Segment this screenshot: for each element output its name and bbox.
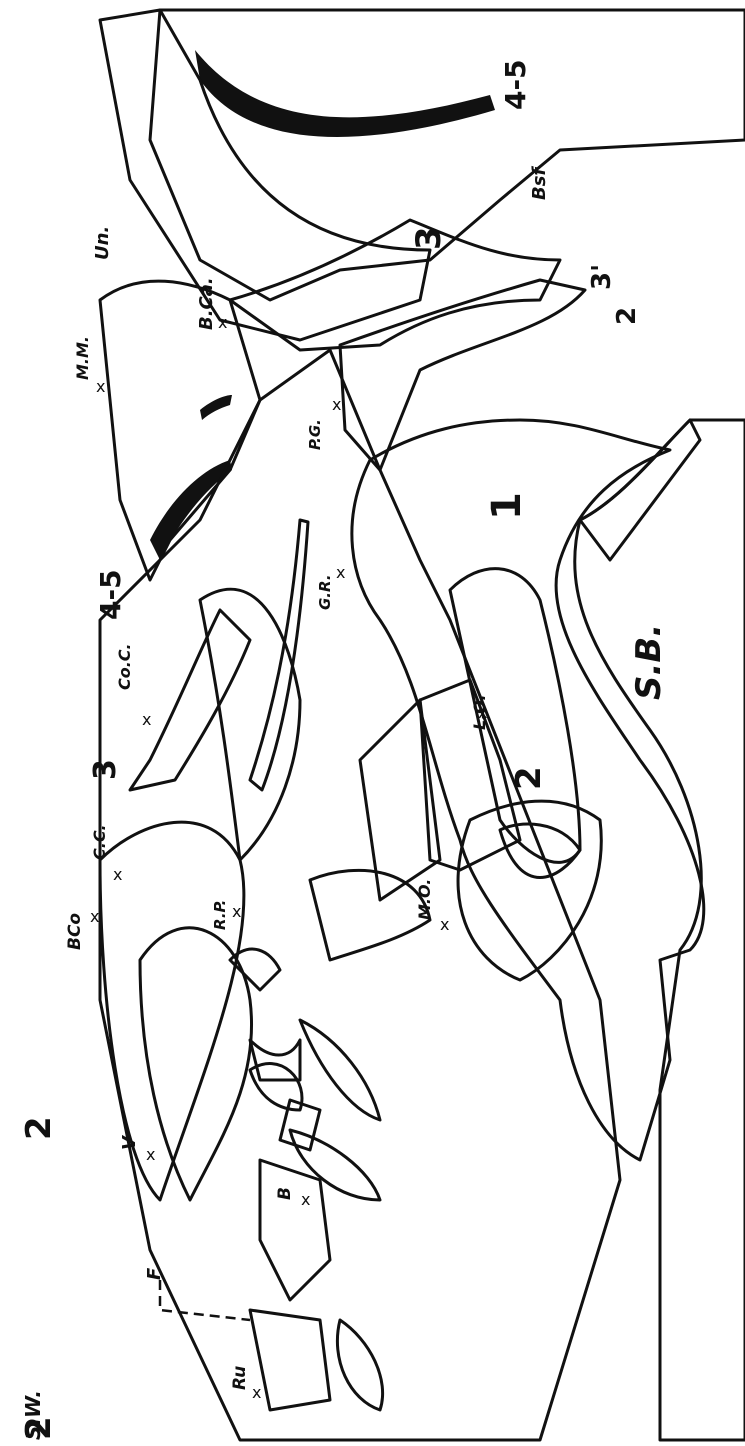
unit-2-label-c: 2 [509,766,549,790]
hatched-block-rp [230,949,280,990]
unit-3-lens-coc [130,610,250,790]
locality-bca: B.Ca. [196,277,217,330]
grid-block-b [260,1160,330,1300]
dark-contact-band [195,50,495,137]
locality-un: Un. [92,226,113,260]
svg-text:x: x [146,1145,155,1164]
sb-hatched-rim [580,420,700,560]
svg-text:x: x [478,703,487,722]
unit-3-band [230,220,560,350]
unit-3-label-b: 3 [88,759,123,780]
locality-b: B [275,1187,295,1200]
svg-text:x: x [218,313,227,332]
unit-2-dotted-lens-5 [300,1020,380,1120]
svg-text:x: x [113,865,122,884]
svg-text:x: x [252,1383,261,1402]
svg-text:x: x [336,563,345,582]
locality-v: V [119,1134,140,1150]
svg-text:x: x [90,907,99,926]
locality-gr: G.R. [316,574,334,610]
unit-4-5-label-middle: 4-5 [94,569,127,620]
svg-text:x: x [232,902,241,921]
dark-lens-upper [200,395,232,420]
unit-2-dotted-lens-4 [310,870,430,960]
locality-coc: Co.C. [115,643,134,690]
unit-4-5-label-upper: 4-5 [499,59,532,110]
locality-ru: Ru [230,1366,250,1390]
svg-text:x: x [142,710,151,729]
svg-text:x: x [301,1190,310,1209]
locality-sb: S.B. [629,624,669,700]
svg-text:x: x [332,395,341,414]
unit-4-5-left-wedge [100,281,260,580]
locality-rp: R.P. [211,900,229,930]
locality-mm: M.M. [73,336,92,380]
hatched-block-ru [250,1310,330,1410]
unit-4-5-upper-block [150,10,745,300]
locality-markers: x x x x x x x x x x x x x [90,313,487,1402]
locality-bco: BCo [65,913,85,950]
locality-pg: P.G. [306,419,324,450]
gr-dotted-strip [250,520,308,790]
svg-text:x: x [440,915,449,934]
locality-f: F [144,1267,165,1280]
unit-2-dotted-lens-7 [337,1320,382,1410]
dark-lens-left [150,460,232,560]
locality-bsf: Bsf [529,166,550,200]
unit-2-label-a: 2 [19,1116,59,1140]
locality-mo: M.O. [415,879,434,920]
unit-3prime-label: 3' [587,264,617,290]
unit-1-label: 1 [484,492,530,520]
unit-2prime-label: 2 [612,307,642,325]
unit-4-5-grid-zone [100,10,430,340]
unit-3-label-a: 3 [409,226,449,250]
unit-sb-basement [575,420,745,1440]
locality-cc: C.C. [90,824,109,860]
unit-2-label-b: 2 [19,1416,59,1440]
svg-text:x: x [96,377,105,396]
